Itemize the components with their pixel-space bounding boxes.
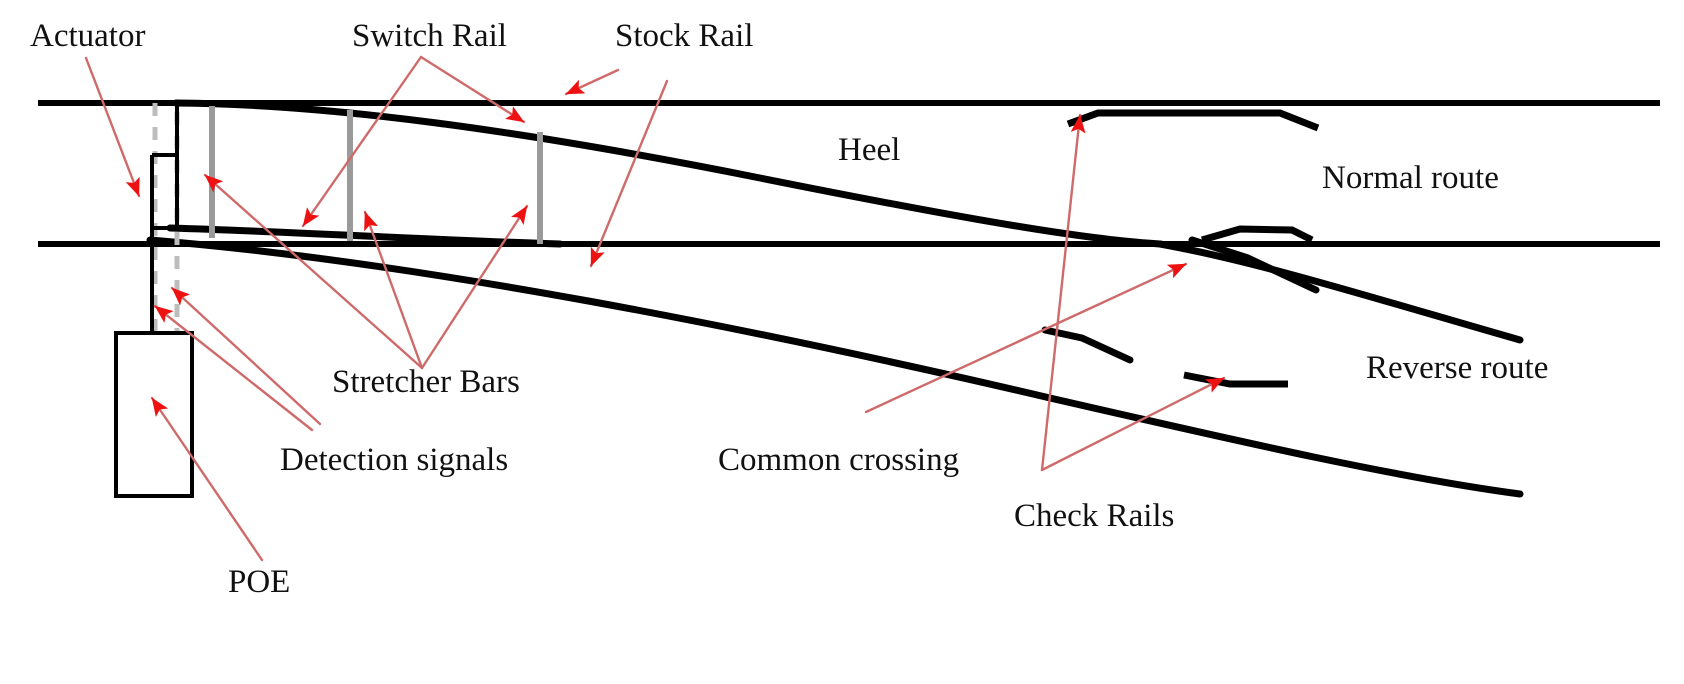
leader-switch-rail-right — [419, 55, 526, 124]
label-reverse-route: Reverse route — [1366, 350, 1548, 386]
actuator-bracket — [152, 153, 177, 230]
leader-stretcher-bar-2 — [363, 210, 424, 370]
stretcher-bars-group — [209, 106, 543, 244]
label-stock-rail: Stock Rail — [615, 18, 753, 54]
text-labels: Actuator Switch Rail Stock Rail Heel Nor… — [30, 18, 1548, 600]
label-poe: POE — [228, 564, 290, 600]
reverse-route-inner-rail — [1156, 240, 1524, 344]
leader-check-rail-top — [1040, 113, 1086, 472]
label-actuator: Actuator — [30, 18, 145, 54]
leader-stock-rail-bottom — [589, 79, 669, 268]
check-rail-bottom — [1183, 371, 1288, 388]
label-detection-signals: Detection signals — [280, 442, 508, 478]
detection-signals-group — [152, 103, 180, 338]
label-stretcher-bars: Stretcher Bars — [332, 364, 520, 400]
leader-stock-rail-top — [564, 68, 620, 96]
label-switch-rail: Switch Rail — [352, 18, 507, 54]
annotation-leaders — [84, 55, 1226, 562]
common-crossing-wing-rail — [1188, 236, 1320, 294]
left-switch-rail — [172, 99, 1164, 248]
leader-poe — [150, 396, 264, 562]
leader-actuator — [84, 56, 141, 198]
label-common-crossing: Common crossing — [718, 442, 959, 478]
poe-box — [114, 331, 194, 498]
label-check-rails: Check Rails — [1014, 498, 1174, 534]
leader-switch-rail-left — [301, 55, 423, 228]
leader-check-rail-bottom — [1040, 376, 1226, 472]
leader-detection-signal-2 — [153, 304, 314, 432]
check-rail-middle — [1201, 225, 1314, 244]
leader-detection-signal-1 — [170, 286, 322, 426]
label-heel: Heel — [838, 132, 900, 168]
label-normal-route: Normal route — [1322, 160, 1499, 196]
leader-common-crossing — [864, 262, 1188, 414]
leader-stretcher-bar-1 — [203, 173, 424, 370]
right-switch-rail — [166, 224, 564, 248]
leader-stretcher-bar-3 — [420, 204, 529, 370]
